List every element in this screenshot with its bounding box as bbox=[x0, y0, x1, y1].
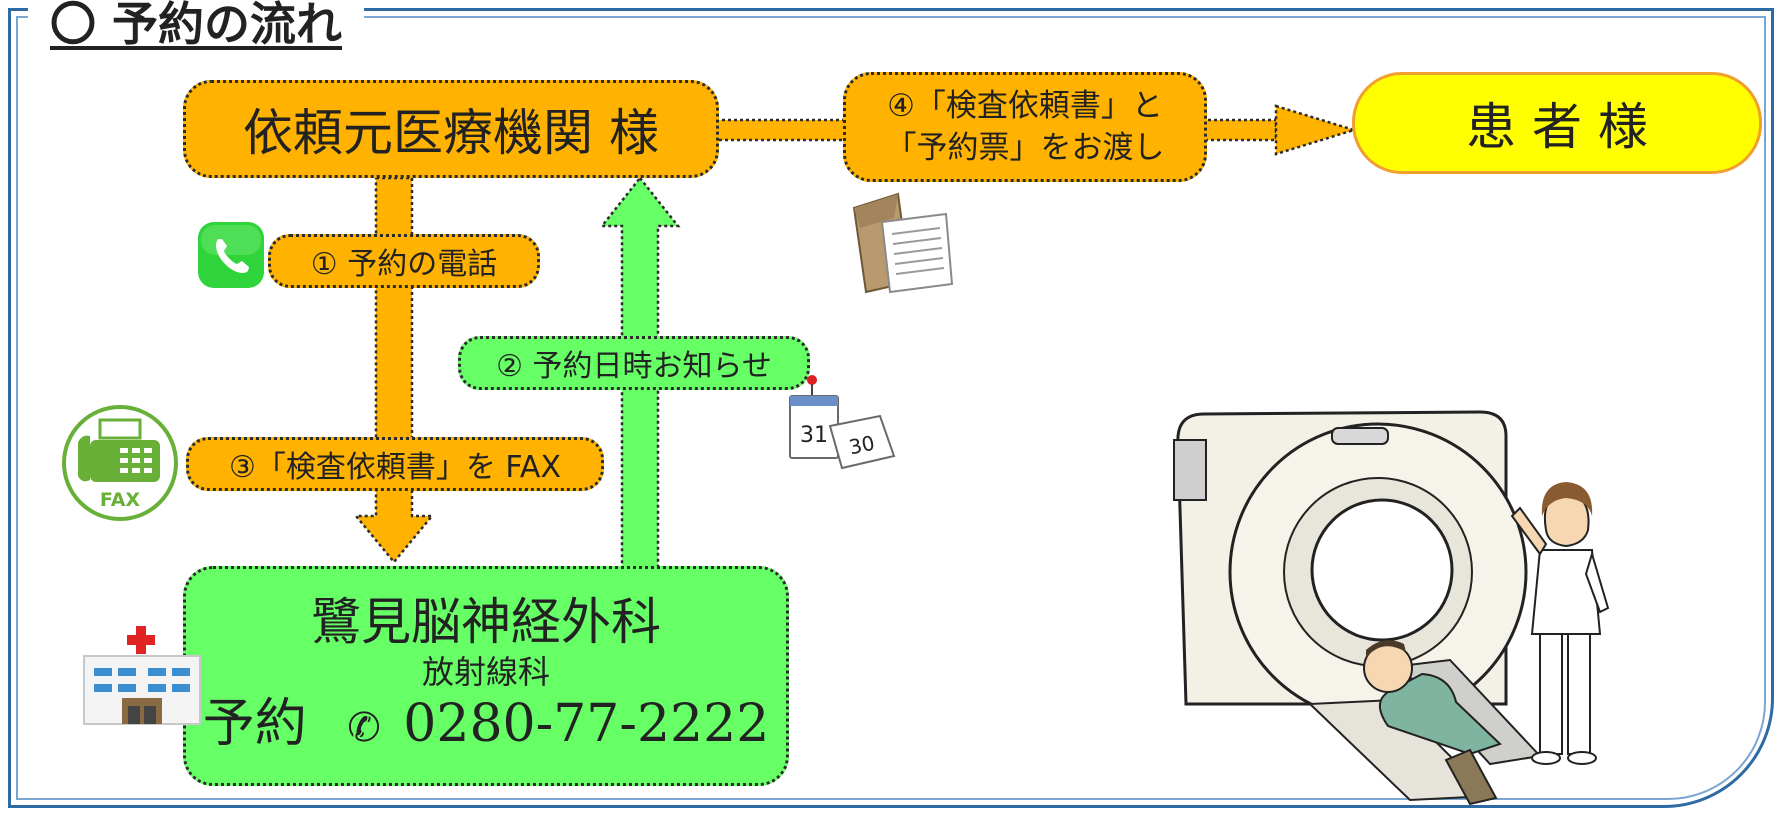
hospital-building-icon bbox=[83, 622, 201, 725]
step3-label: ③「検査依頼書」を FAX bbox=[228, 450, 561, 485]
calendar-day-1: 31 bbox=[800, 423, 828, 448]
phone-icon bbox=[198, 222, 264, 288]
calendar-icon: 31 30 bbox=[789, 375, 896, 470]
reservation-line: 予約 ✆ 0280-77-2222 bbox=[203, 691, 770, 761]
step4-line2: 「予約票」をお渡し bbox=[885, 130, 1165, 166]
ct-scanner-illustration bbox=[1173, 410, 1610, 806]
envelope-document-icon bbox=[852, 192, 954, 294]
step2-label-box: ② 予約日時お知らせ bbox=[458, 336, 810, 390]
outer-frame bbox=[8, 8, 1774, 808]
step4-node: ④「検査依頼書」と 「予約票」をお渡し bbox=[843, 72, 1207, 182]
referrer-node: 依頼元医療機関 様 bbox=[183, 80, 719, 178]
step4-line1: ④「検査依頼書」と bbox=[887, 88, 1163, 124]
step1-label: ① 予約の電話 bbox=[310, 247, 498, 282]
calendar-day-2: 30 bbox=[847, 431, 877, 460]
phone-handset-icon: ✆ bbox=[347, 705, 381, 751]
reserve-label: 予約 bbox=[202, 694, 307, 754]
step2-label: ② 予約日時お知らせ bbox=[496, 349, 772, 384]
referrer-label: 依頼元医療機関 様 bbox=[243, 104, 659, 162]
patient-node: 患 者 様 bbox=[1352, 72, 1762, 174]
fax-icon: FAX bbox=[62, 405, 178, 521]
inner-frame bbox=[16, 16, 1766, 800]
fax-icon-text: FAX bbox=[100, 489, 141, 511]
hospital-name: 鷺見脳神経外科 bbox=[311, 593, 661, 651]
phone-number: 0280-77-2222 bbox=[403, 694, 770, 754]
department-label: 放射線科 bbox=[421, 653, 550, 691]
step3-label-box: ③「検査依頼書」を FAX bbox=[186, 437, 604, 491]
hospital-node: 鷺見脳神経外科 放射線科 予約 ✆ 0280-77-2222 bbox=[183, 566, 789, 786]
patient-label: 患 者 様 bbox=[1466, 98, 1648, 156]
step1-label-box: ① 予約の電話 bbox=[268, 234, 540, 288]
page-title: 〇 予約の流れ bbox=[28, 0, 365, 54]
